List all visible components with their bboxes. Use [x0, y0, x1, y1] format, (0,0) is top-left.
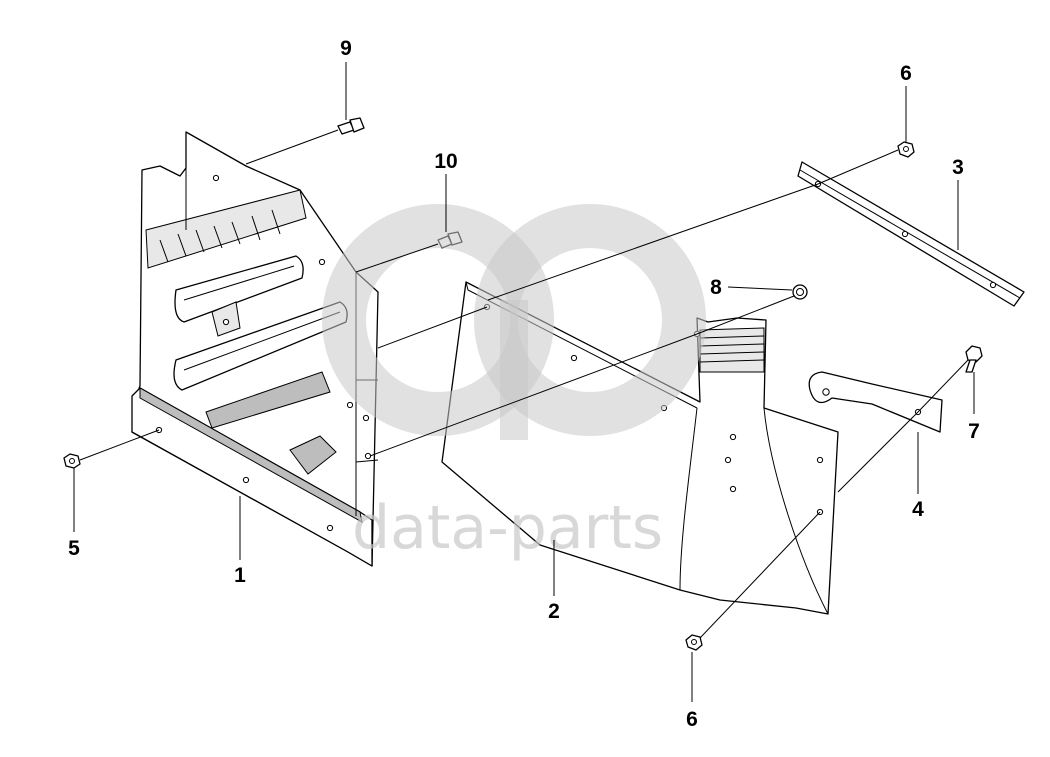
part-1-panel: [131, 131, 379, 567]
callout-1: 1: [234, 564, 246, 587]
part-4-bracket: [808, 371, 943, 433]
callout-8: 8: [710, 276, 722, 299]
bolt-7: [965, 345, 983, 373]
callout-10: 10: [434, 150, 457, 173]
callout-4: 4: [912, 498, 924, 521]
callout-6-top: 6: [900, 62, 912, 85]
callout-9: 9: [340, 37, 352, 60]
bolt-8: [792, 284, 808, 300]
callout-leaders: [73, 62, 975, 702]
bolt-9: [337, 117, 365, 135]
assembly-lines: [79, 129, 969, 639]
nut-6-bottom: [685, 634, 703, 651]
bolt-5: [63, 453, 81, 469]
callout-labels: 9 10 8 6 3 7 4 5 1 2 6: [68, 37, 980, 731]
callout-5: 5: [68, 537, 80, 560]
data-parts-watermark: data-parts: [322, 204, 706, 563]
part-3-strip: [797, 161, 1025, 307]
callout-6-bottom: 6: [686, 708, 698, 731]
callout-3: 3: [952, 156, 964, 179]
nut-6-top: [897, 141, 915, 158]
callout-7: 7: [968, 420, 980, 443]
callout-2: 2: [548, 600, 560, 623]
watermark-text: data-parts: [352, 493, 663, 563]
